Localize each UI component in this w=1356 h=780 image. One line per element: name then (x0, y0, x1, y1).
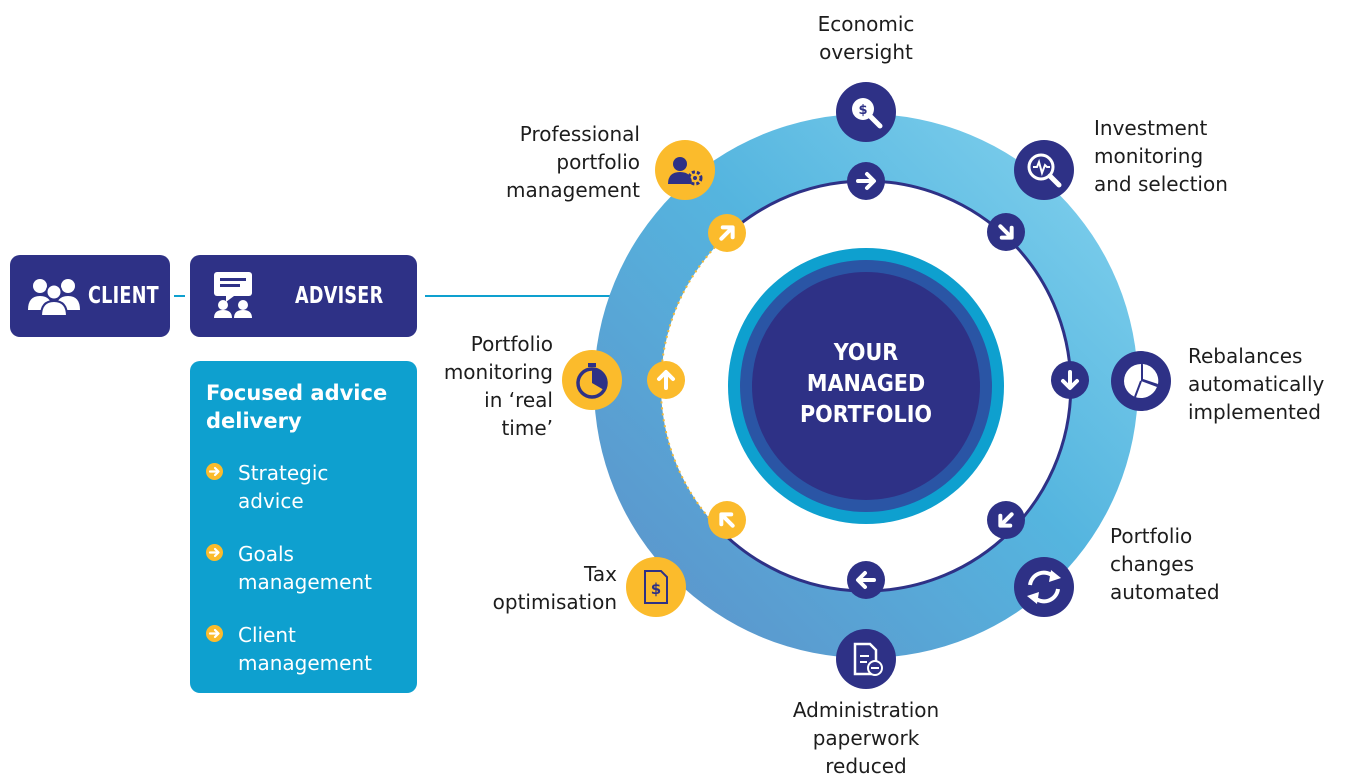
arrow-bullet-icon (206, 544, 223, 561)
client-pill: CLIENT (10, 255, 170, 337)
stopwatch-icon (562, 350, 622, 410)
label-rebalances: Rebalances automatically implemented (1188, 344, 1325, 424)
label-professional-management: Professional portfolio management (506, 122, 640, 202)
client-adviser-connector (174, 295, 185, 297)
arrow-down-left-icon (987, 501, 1025, 539)
refresh-cycle-icon (1014, 557, 1074, 617)
center-line-2: MANAGED (807, 371, 925, 397)
document-minus-icon (836, 629, 896, 689)
tax-document-icon: $ (626, 557, 686, 617)
dollar-magnifier-icon: $ (836, 82, 896, 142)
arrow-bullet-icon (206, 625, 223, 642)
arrow-up-right-icon (708, 214, 746, 252)
center-line-3: PORTFOLIO (800, 402, 932, 428)
pie-chart-icon (1111, 351, 1171, 411)
chart-magnifier-icon (1014, 140, 1074, 200)
adviser-label: ADVISER (295, 283, 384, 309)
center-line-1: YOUR (833, 340, 899, 366)
people-group-icon (28, 279, 80, 316)
arrow-up-icon (647, 361, 685, 399)
adviser-pill: ADVISER (190, 255, 417, 337)
arrow-down-right-icon (987, 213, 1025, 251)
svg-text:$: $ (651, 580, 661, 598)
arrow-bullet-icon (206, 463, 223, 480)
client-label: CLIENT (88, 283, 159, 309)
label-real-time-monitoring: Portfolio monitoring in ‘real time’ (443, 332, 553, 440)
label-investment-monitoring: Investment monitoring and selection (1094, 116, 1228, 196)
person-gear-icon (655, 140, 715, 200)
label-administration: Administration paperwork reduced (792, 698, 940, 778)
arrow-down-icon (1051, 361, 1089, 399)
arrow-left-icon (847, 561, 885, 599)
svg-text:$: $ (858, 103, 867, 118)
advice-item-text: Goals management (238, 542, 372, 594)
adviser-portfolio-connector (425, 295, 630, 297)
presenter-board-icon (214, 272, 252, 318)
arrow-up-left-icon (708, 501, 746, 539)
label-tax-optimisation: Tax optimisation (492, 562, 617, 614)
arrow-right-icon (847, 162, 885, 200)
advice-item-text: Client management (238, 623, 372, 675)
advice-title: Focused advice delivery (206, 381, 388, 433)
label-economic-oversight: Economic oversight (817, 12, 915, 64)
advice-item-text: Strategic advice (238, 461, 329, 513)
focused-advice-panel: Focused advice delivery Strategic advice… (190, 361, 417, 693)
center-disc (752, 272, 980, 500)
label-portfolio-changes: Portfolio changes automated (1110, 524, 1220, 604)
